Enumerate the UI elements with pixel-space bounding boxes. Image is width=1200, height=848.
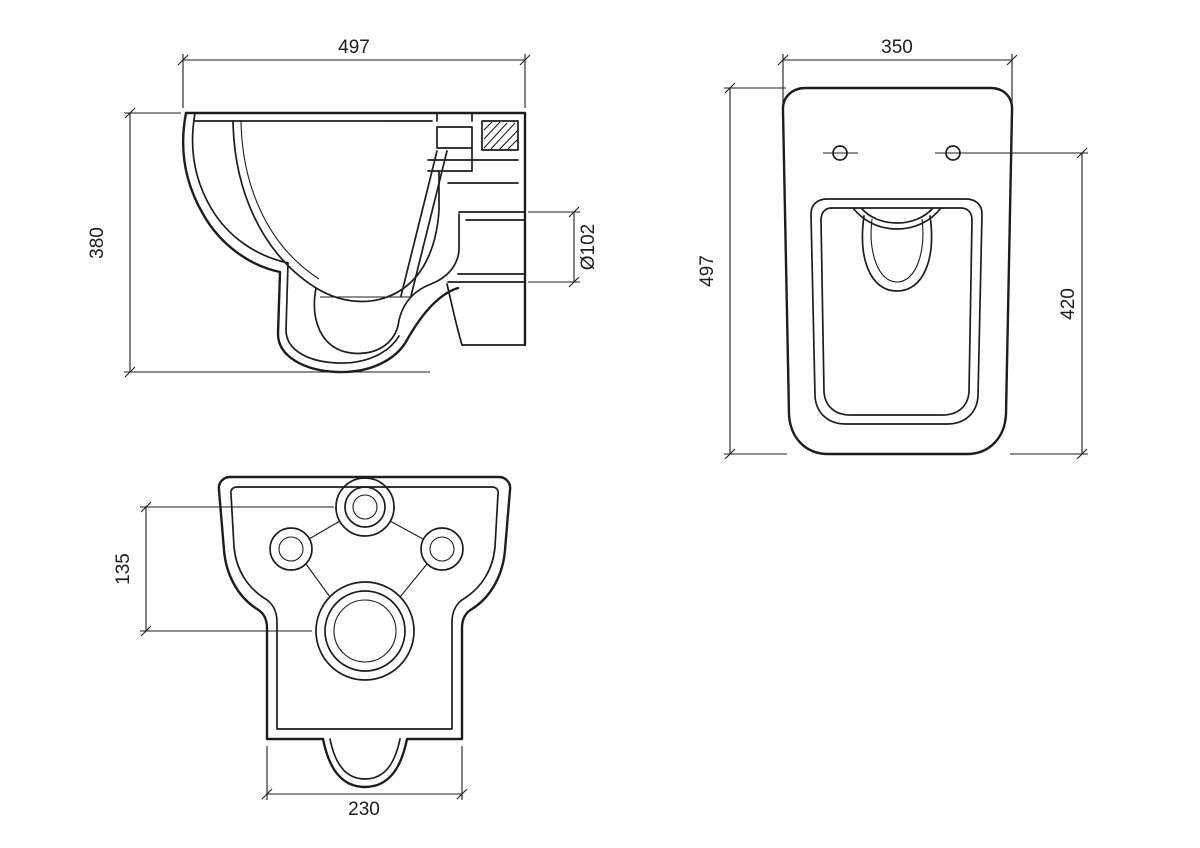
top-hinge-hole-right (945, 145, 961, 161)
bottom-inlet-circle-inner (352, 494, 378, 520)
dim-top-width-lines (777, 54, 1018, 104)
dim-bottom-base-width-label: 230 (348, 799, 380, 820)
bottom-drain-cover-inner (329, 738, 401, 780)
dim-side-depth: 497 (177, 37, 531, 108)
bottom-outlet-circle-inner (333, 599, 397, 663)
bottom-inlet-circle-mid (344, 486, 386, 528)
side-front-outer-shell (181, 111, 460, 374)
bottom-rib-lines (305, 520, 428, 598)
dim-side-height: 380 (87, 107, 430, 378)
bottom-view: 135 230 (113, 475, 512, 820)
dim-top-holes-to-front: 420 (962, 147, 1088, 460)
dim-top-depth-lines (724, 82, 787, 460)
side-flush-pipe (400, 150, 448, 297)
dim-side-height-label: 380 (87, 227, 108, 259)
dim-top-holes-to-front-label: 420 (1058, 288, 1079, 320)
dim-bottom-inlet-offset: 135 (113, 501, 334, 637)
side-section-view: 497 380 Ø102 (87, 37, 599, 378)
dim-top-width-label: 350 (881, 37, 913, 58)
dim-top-depth: 497 (697, 82, 787, 460)
dim-side-depth-lines (177, 54, 531, 108)
bottom-outlet-circle-mid (324, 590, 406, 672)
side-rear-bottom-edge (446, 283, 526, 346)
dim-bottom-inlet-offset-label: 135 (113, 553, 134, 585)
dim-bottom-base-width: 230 (261, 746, 468, 820)
top-view: 350 497 420 (697, 37, 1088, 460)
bottom-inlet-circle-outer (335, 477, 395, 537)
side-front-inner-shell (191, 112, 400, 364)
side-sump (313, 287, 399, 355)
side-bowl-rim-inner-line (240, 120, 320, 280)
dim-side-outlet: Ø102 (528, 206, 599, 288)
top-sump-inner (870, 218, 924, 283)
dim-side-outlet-label: Ø102 (578, 224, 599, 270)
top-rim-inner (820, 207, 973, 416)
dim-side-outlet-lines (528, 206, 580, 288)
top-rim-outer (810, 198, 983, 425)
dim-bottom-inlet-offset-lines (140, 501, 334, 637)
side-bowl-interior (232, 120, 440, 303)
dim-top-width: 350 (777, 37, 1018, 104)
bottom-inner-wall (229, 486, 500, 730)
dim-bottom-base-width-lines (261, 746, 468, 800)
side-flush-housing-hatch (483, 121, 519, 151)
side-trap-weir (397, 213, 460, 327)
bottom-outline (217, 475, 512, 789)
bottom-fixing-hole-right-outer (420, 527, 464, 571)
dim-side-depth-label: 497 (338, 37, 370, 58)
top-hinge-hole-left (832, 145, 848, 161)
top-sump-outer (861, 215, 933, 292)
side-flush-housing (427, 112, 519, 184)
bottom-outlet-circle-outer (315, 581, 415, 681)
bottom-fixing-hole-right-inner (429, 536, 455, 562)
dim-top-depth-label: 497 (697, 255, 718, 287)
dim-top-holes-to-front-lines (962, 147, 1088, 460)
bottom-fixing-hole-left-inner (278, 536, 304, 562)
side-outlet-pipe (447, 211, 526, 283)
dim-side-height-lines (124, 107, 430, 378)
top-outline (781, 86, 1014, 456)
top-flush-distributor (852, 207, 942, 230)
bottom-fixing-hole-left-outer (269, 527, 313, 571)
